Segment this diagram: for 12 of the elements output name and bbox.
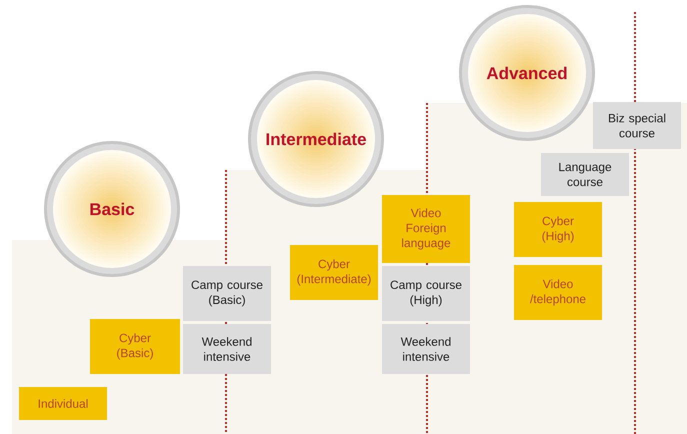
course-box: Biz special course	[593, 102, 681, 149]
course-box: Weekend intensive	[382, 324, 470, 374]
course-box: Individual	[19, 387, 107, 420]
course-box: Video /telephone	[514, 265, 602, 320]
course-box: Video Foreign language	[382, 195, 470, 263]
course-box: Camp course (Basic)	[183, 266, 271, 321]
course-box: Weekend intensive	[183, 324, 271, 374]
course-box: Cyber (Basic)	[90, 319, 180, 374]
course-box: Cyber (High)	[514, 202, 602, 257]
course-box: Cyber (Intermediate)	[290, 245, 378, 300]
course-box: Camp course (High)	[382, 266, 470, 321]
course-box: Language course	[541, 153, 629, 196]
